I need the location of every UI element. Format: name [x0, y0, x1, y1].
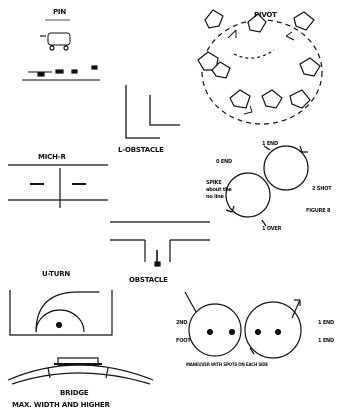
figure-eight-right-label-2: FIGURE 8 [306, 208, 330, 214]
double-left-top-label: 2ND [176, 320, 187, 326]
bridge-diagram [8, 358, 153, 384]
figure-eight-center-line-3: no line [206, 194, 224, 200]
t-obstacle-diagram [110, 222, 210, 266]
double-right-bottom-label: 1 END [318, 338, 334, 344]
pin-title: PIN [53, 8, 66, 16]
figure-eight-center-line-1: SPIKE [206, 180, 221, 186]
double-left-bottom-label: FOOT [176, 338, 191, 344]
double-circle-diagram [185, 292, 301, 358]
u-turn-title: U-TURN [42, 270, 70, 278]
double-right-top-label: 1 END [318, 320, 334, 326]
l-obstacle-title: L-OBSTACLE [118, 146, 164, 154]
l-obstacle-diagram [126, 85, 180, 138]
figure-eight-start-label: 1 END [262, 141, 278, 147]
mich-r-title: MICH-R [38, 153, 66, 161]
figure-eight-diagram [226, 146, 308, 226]
t-obstacle-title: OBSTACLE [129, 276, 168, 284]
mich-r-diagram [8, 165, 108, 208]
figure-eight-loop-label: 0 END [216, 159, 232, 165]
bridge-subtitle: MAX. WIDTH AND HIGHER [12, 401, 110, 409]
bridge-title: BRIDGE [60, 389, 88, 397]
pin-diagram [22, 20, 100, 80]
figure-eight-bottom-label: 1 OVER [262, 226, 281, 232]
double-caption: MANEUVER WITH SPOTS ON EACH SIDE [186, 362, 268, 367]
figure-eight-center-line-2: about the [206, 187, 232, 193]
pivot-title: PIVOT [254, 11, 277, 19]
pivot-diagram [198, 10, 322, 124]
figure-eight-right-label-1: 2 SHOT [312, 186, 331, 192]
u-turn-diagram [10, 290, 112, 335]
